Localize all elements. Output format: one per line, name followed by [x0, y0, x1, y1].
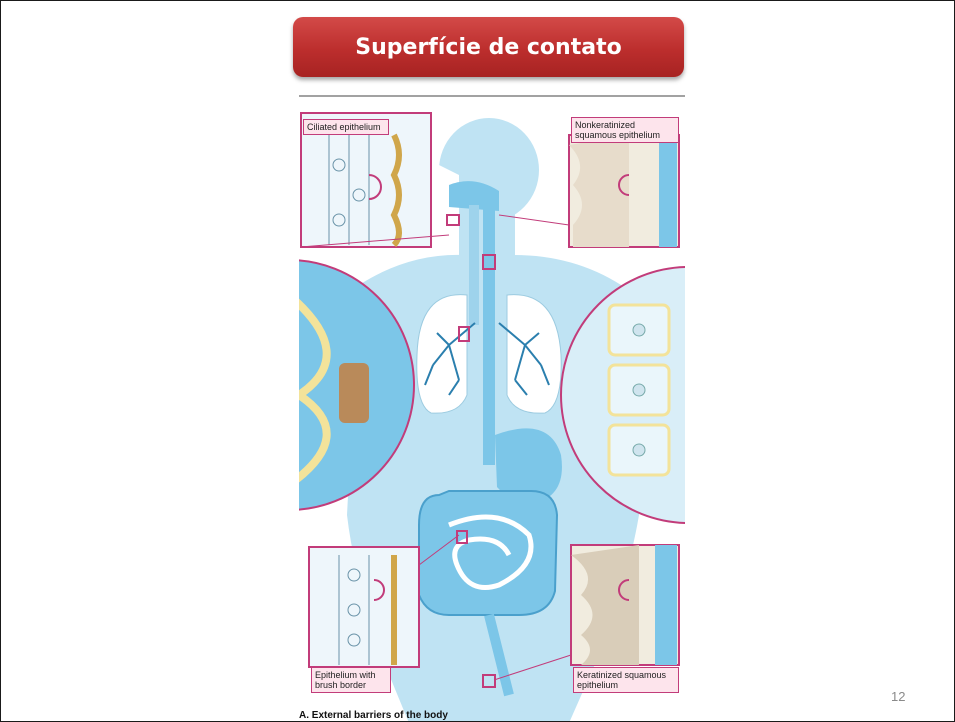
label-ciliated-epithelium: Ciliated epithelium: [303, 119, 389, 135]
anatomy-figure: Ciliated epithelium Nonkeratinized squam…: [299, 95, 685, 722]
label-brush-border: Epithelium with brush border: [311, 667, 391, 693]
body-barriers-illustration: [299, 95, 685, 722]
label-keratinized-squamous: Keratinized squamous epithelium: [573, 667, 679, 693]
page-number: 12: [891, 689, 905, 704]
title-banner: Superfície de contato: [293, 17, 684, 77]
figure-caption: A. External barriers of the body: [299, 710, 448, 721]
label-nonkeratinized-squamous: Nonkeratinized squamous epithelium: [571, 117, 679, 143]
slide-title: Superfície de contato: [355, 35, 621, 60]
